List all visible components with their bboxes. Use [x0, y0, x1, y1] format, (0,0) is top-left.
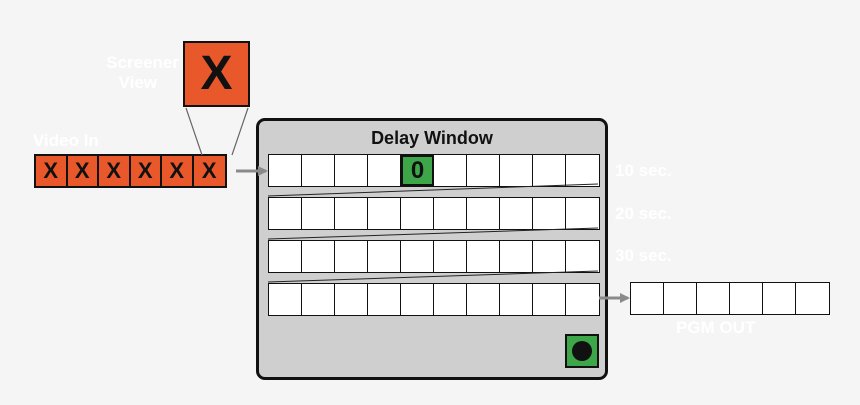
video-frame: X [99, 156, 131, 186]
active-frame: 0 [401, 155, 434, 186]
video-frame: X [162, 156, 194, 186]
delay-frame [335, 198, 368, 229]
delay-window: Delay Window 0 [256, 118, 608, 380]
screener-x-symbol: X [200, 47, 233, 100]
delay-frame [467, 241, 500, 272]
pgm-frame [631, 283, 664, 314]
delay-frame [434, 241, 467, 272]
record-button[interactable] [565, 334, 599, 368]
row-3-time-label: 30 sec. [615, 246, 672, 265]
delay-frame [401, 198, 434, 229]
delay-frame [335, 155, 368, 186]
video-in-label: Video In [33, 131, 99, 150]
delay-frame [335, 241, 368, 272]
delay-frame [401, 241, 434, 272]
delay-frame [566, 198, 599, 229]
delay-frame [434, 198, 467, 229]
delay-frame [302, 241, 335, 272]
pgm-frame [697, 283, 730, 314]
delay-row-1: 0 [268, 154, 600, 187]
delay-frame [500, 284, 533, 315]
delay-frame [368, 241, 401, 272]
pgm-frame [664, 283, 697, 314]
delay-frame [269, 241, 302, 272]
video-frame: X [201, 158, 217, 183]
screener-label: Screener View [97, 53, 179, 93]
delay-frame [368, 155, 401, 186]
delay-frame [269, 198, 302, 229]
delay-frame [533, 241, 566, 272]
delay-frame [368, 284, 401, 315]
video-frame: X [36, 156, 68, 186]
pgm-frame [730, 283, 763, 314]
delay-row-4 [268, 283, 600, 316]
delay-frame [269, 284, 302, 315]
delay-frame [302, 198, 335, 229]
screener-view-box: X [183, 41, 250, 107]
delay-frame [533, 284, 566, 315]
video-frame: X [131, 156, 162, 186]
video-in-strip: X X X X X X [34, 154, 227, 188]
delay-frame [533, 155, 566, 186]
row-2-time-label: 20 sec. [615, 204, 672, 223]
delay-frame [500, 241, 533, 272]
pgm-out-label: PGM OUT [676, 318, 756, 337]
delay-window-title: Delay Window [371, 128, 493, 148]
zoom-line-right [231, 107, 249, 156]
delay-frame [566, 155, 599, 186]
screener-label-line1: Screener [106, 53, 179, 72]
delay-frame [467, 155, 500, 186]
delay-frame [467, 284, 500, 315]
delay-frame [500, 155, 533, 186]
delay-frame [566, 241, 599, 272]
delay-frame [302, 284, 335, 315]
screener-label-line2: View [118, 73, 157, 92]
video-frame: X [68, 156, 99, 186]
delay-frame [269, 155, 302, 186]
pgm-frame [763, 283, 796, 314]
delay-frame [302, 155, 335, 186]
record-icon [572, 341, 592, 361]
delay-frame [566, 284, 599, 315]
delay-frame [533, 198, 566, 229]
delay-frame [368, 198, 401, 229]
delay-frame [434, 155, 467, 186]
delay-frame [467, 198, 500, 229]
delay-row-3 [268, 240, 600, 273]
delay-frame [500, 198, 533, 229]
delay-frame [401, 284, 434, 315]
row-1-time-label: 10 sec. [615, 161, 672, 180]
delay-frame [434, 284, 467, 315]
zoom-line-left [185, 107, 203, 156]
delay-row-2 [268, 197, 600, 230]
row-wrap-line-3 [267, 270, 599, 283]
row-wrap-line-2 [267, 227, 599, 240]
row-wrap-line-1 [267, 183, 599, 197]
pgm-out-strip [630, 282, 830, 315]
delay-frame [335, 284, 368, 315]
